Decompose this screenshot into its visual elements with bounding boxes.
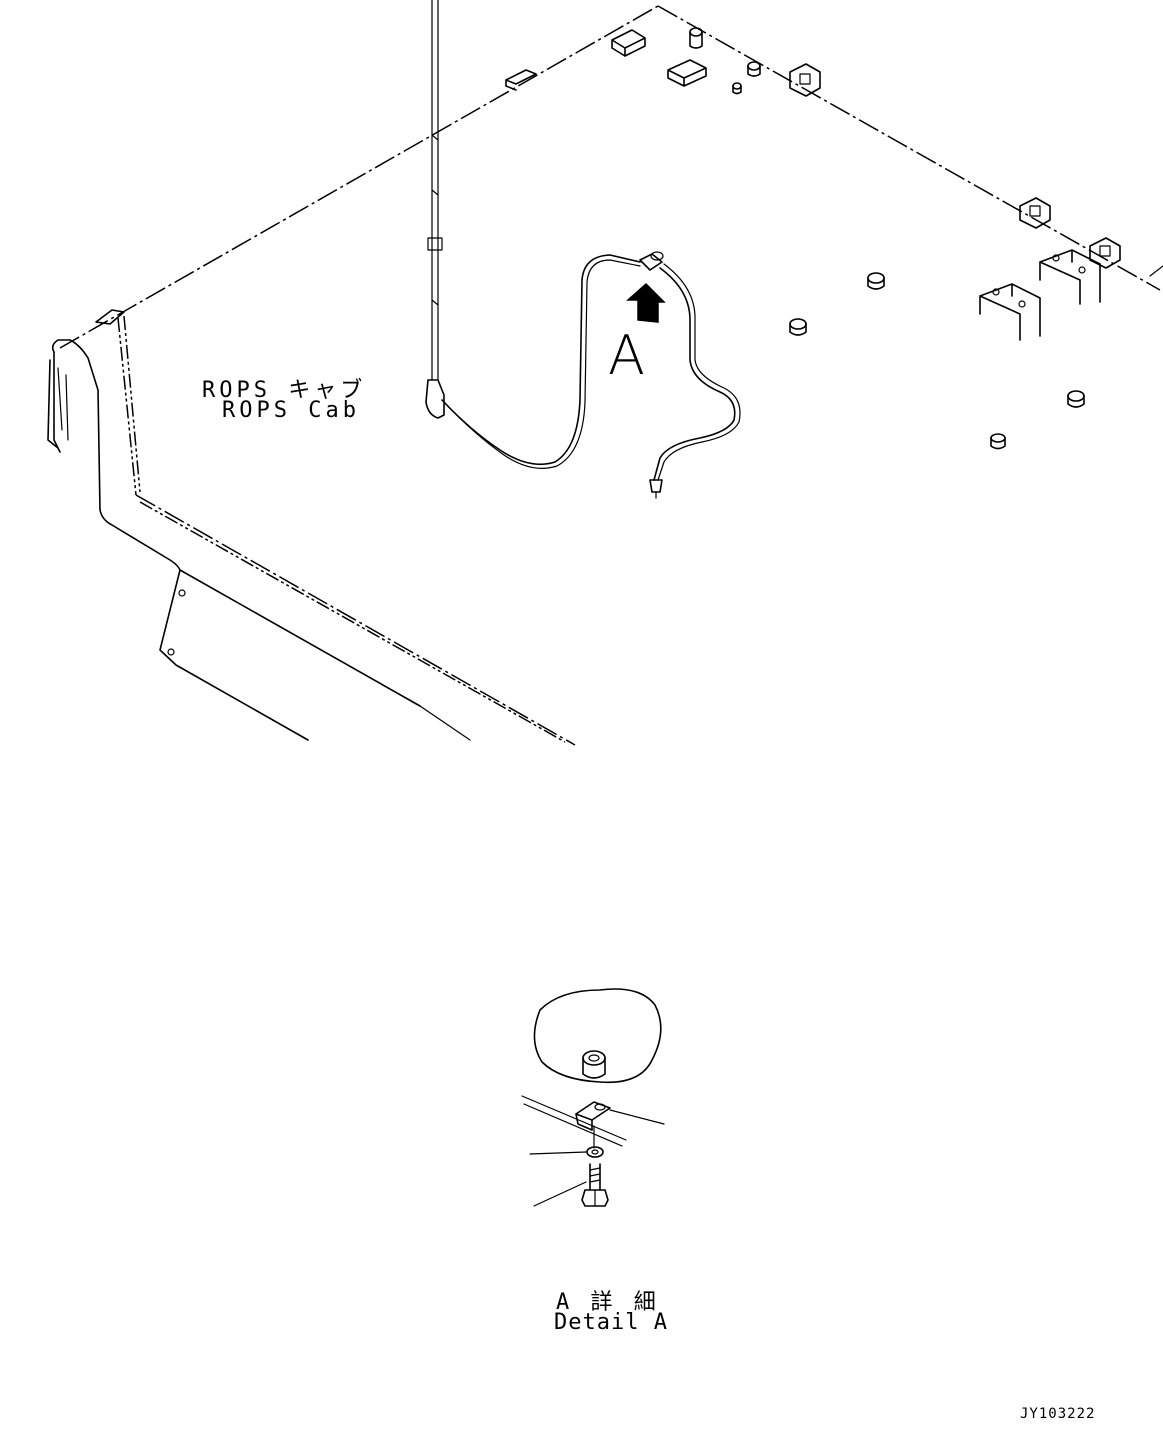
view-arrow-icon: [626, 282, 666, 323]
detail-label-en: Detail A: [554, 1310, 668, 1335]
antenna-cable: [425, 0, 741, 499]
detail-a-drawing: [521, 988, 665, 1207]
floor-mount-parts: [505, 27, 1163, 450]
cab-floor-outline: [47, 5, 1161, 746]
cab-label-en: ROPS Cab: [222, 398, 360, 423]
drawing-code: JY103222: [1020, 1406, 1096, 1422]
view-marker-label: A: [608, 324, 645, 387]
detail-label-jp: A 詳 細: [556, 1290, 660, 1315]
cab-label-jp: ROPS キャブ: [202, 378, 367, 403]
